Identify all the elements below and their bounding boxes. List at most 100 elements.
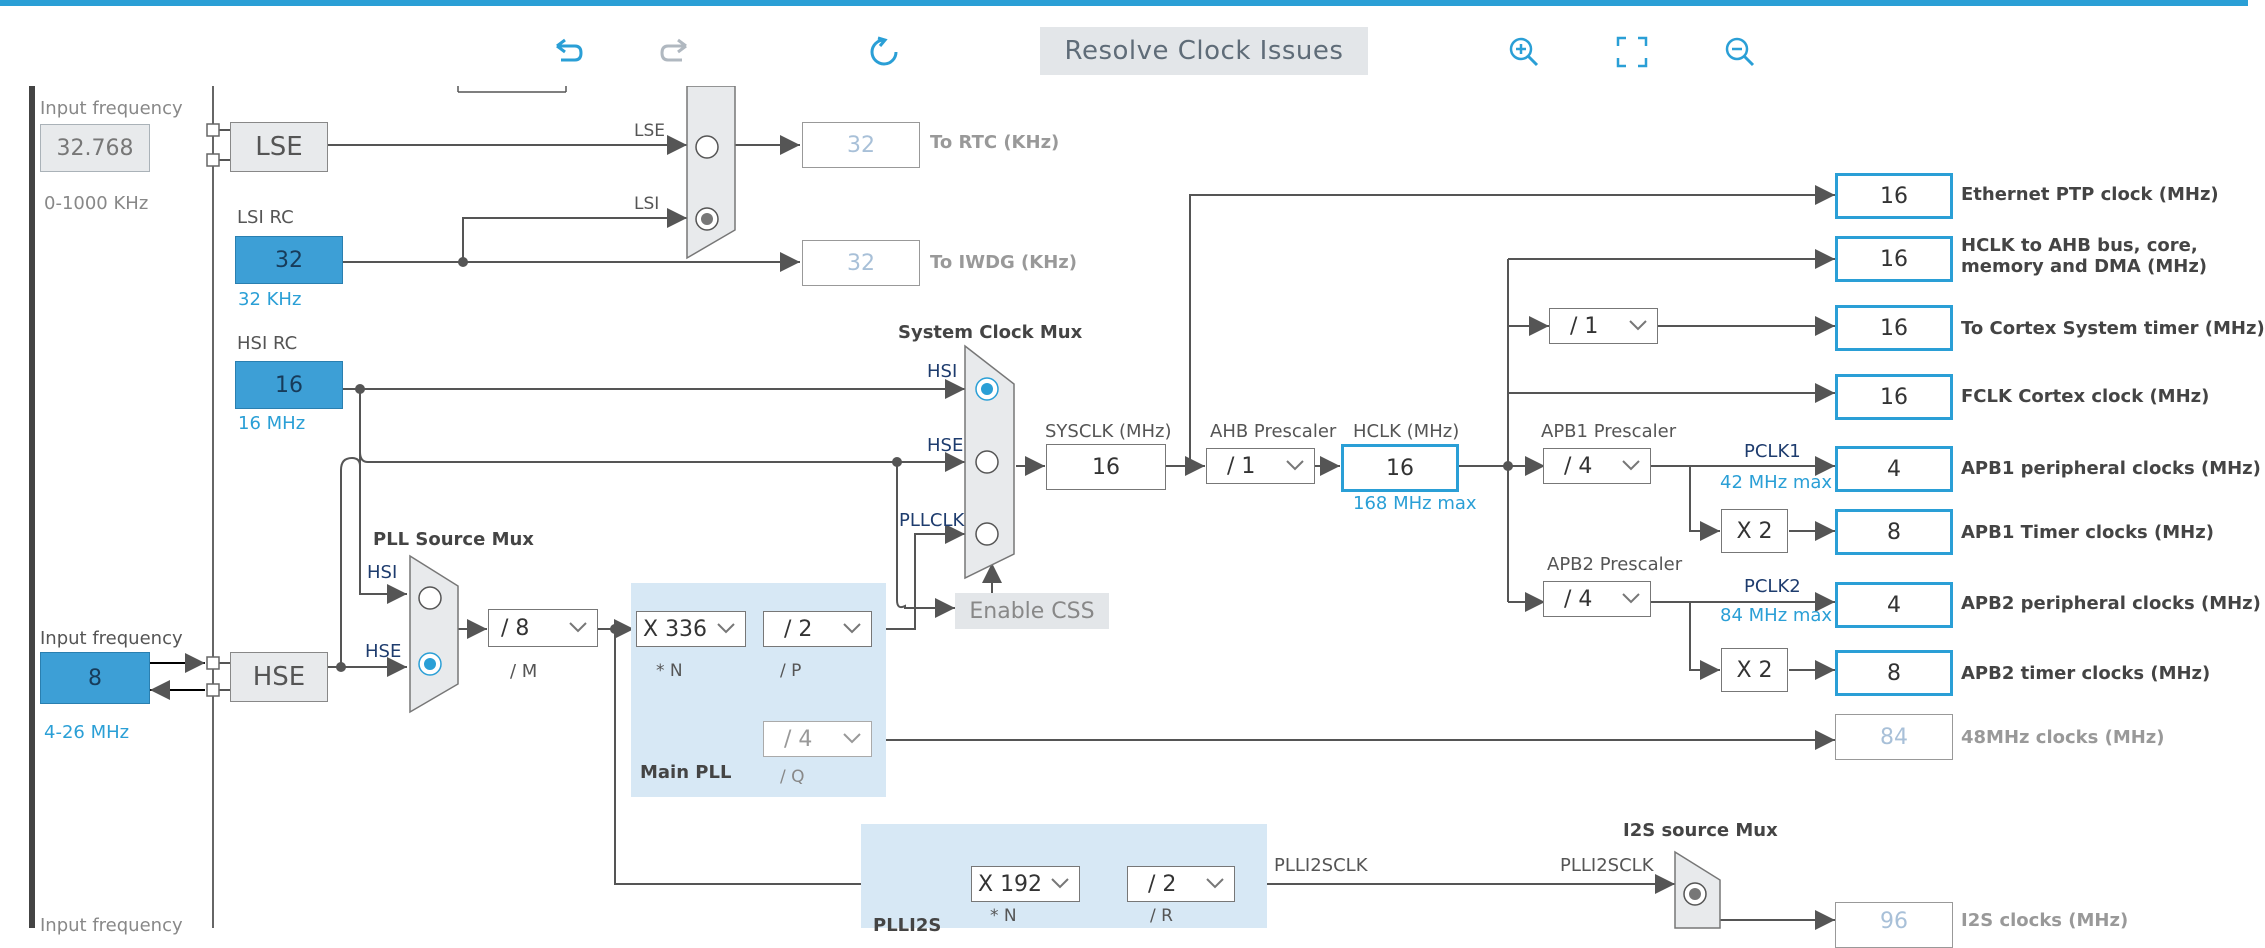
plli2s-n-multiplier-select[interactable]: X 192 (971, 866, 1080, 902)
hse-input-frequency-label: Input frequency (40, 628, 183, 649)
pll-p-label: / P (780, 661, 802, 681)
undo-button[interactable] (548, 32, 588, 72)
apb1-timer-multiplier: X 2 (1721, 509, 1788, 553)
cortex-timer-divider-select[interactable]: / 1 (1549, 308, 1658, 344)
toolbar: Resolve Clock Issues (0, 6, 2248, 86)
plli2s-r-label: / R (1150, 906, 1173, 926)
wires-layer (29, 85, 1835, 930)
apb1-timer-clocks-label: APB1 Timer clocks (MHz) (1961, 522, 2214, 543)
zoom-out-button[interactable] (1720, 32, 1760, 72)
redo-button[interactable] (655, 32, 695, 72)
apb2-timer-clocks-label: APB2 timer clocks (MHz) (1961, 663, 2211, 684)
pll-source-mux-title: PLL Source Mux (373, 529, 534, 550)
apb2-prescaler-value: / 4 (1564, 586, 1593, 612)
sys-mux-hse-label: HSE (927, 435, 964, 456)
rtc-mux-lse-label: LSE (634, 121, 666, 141)
pll-m-divider-value: / 8 (501, 615, 530, 641)
iwdg-output-value: 32 (802, 240, 920, 286)
pll-q-divider-select[interactable]: / 4 (763, 721, 872, 757)
plli2s-r-divider-select[interactable]: / 2 (1127, 866, 1235, 902)
lsi-frequency: 32 KHz (238, 289, 302, 310)
bottom-input-frequency-label: Input frequency (40, 915, 183, 936)
i2s-source-mux-title: I2S source Mux (1623, 820, 1778, 841)
apb2-peripheral-clocks-value: 4 (1835, 582, 1953, 628)
top-accent-bar (0, 0, 2248, 6)
lsi-value: 32 (235, 236, 343, 284)
rtc-mux-shape (686, 85, 736, 260)
apb2-prescaler-label: APB2 Prescaler (1547, 554, 1683, 575)
apb2-timer-clocks-value: 8 (1835, 650, 1953, 696)
lse-input-field[interactable]: 32.768 (40, 124, 150, 172)
i2s-mux-input-label: PLLI2SCLK (1560, 855, 1654, 876)
zoom-in-button[interactable] (1504, 32, 1544, 72)
plli2s-title: PLLI2S (873, 915, 942, 936)
main-pll-title: Main PLL (640, 762, 732, 783)
48mhz-clocks-label: 48MHz clocks (MHz) (1961, 727, 2165, 748)
hse-input-field[interactable]: 8 (40, 652, 150, 704)
refresh-button[interactable] (864, 32, 904, 72)
pll-source-mux-hsi-label: HSI (367, 562, 398, 583)
apb1-max-label: 42 MHz max (1720, 472, 1833, 493)
rtc-mux-lsi-label: LSI (634, 194, 660, 214)
undo-arrow-icon (556, 38, 583, 62)
hse-range-label: 4-26 MHz (44, 722, 130, 743)
ethernet-ptp-clock-value: 16 (1835, 173, 1953, 219)
pll-q-label: / Q (780, 767, 805, 787)
zoom-in-icon (1509, 37, 1539, 67)
pll-p-divider-select[interactable]: / 2 (763, 611, 872, 647)
apb1-prescaler-value: / 4 (1564, 453, 1593, 479)
lse-range-label: 0-1000 KHz (44, 193, 149, 214)
chevron-down-icon (1622, 593, 1640, 604)
ethernet-ptp-clock-label: Ethernet PTP clock (MHz) (1961, 184, 2219, 205)
pll-n-multiplier-select[interactable]: X 336 (636, 611, 746, 647)
pll-m-divider-select[interactable]: / 8 (488, 609, 598, 647)
apb1-peripheral-clocks-value: 4 (1835, 446, 1953, 492)
apb1-prescaler-label: APB1 Prescaler (1541, 421, 1677, 442)
i2s-clocks-label: I2S clocks (MHz) (1961, 910, 2129, 931)
lsi-title: LSI RC (237, 207, 294, 228)
hclk-max-label: 168 MHz max (1353, 493, 1477, 514)
ahb-prescaler-value: / 1 (1227, 453, 1256, 479)
fullscreen-fit-icon (1616, 36, 1648, 68)
pclk2-label: PCLK2 (1744, 576, 1801, 597)
fit-to-screen-button[interactable] (1612, 32, 1652, 72)
enable-css-button[interactable]: Enable CSS (955, 593, 1109, 629)
rtc-output-label: To RTC (KHz) (930, 132, 1060, 153)
cortex-timer-divider-value: / 1 (1570, 313, 1599, 339)
sys-mux-hsi-label: HSI (927, 361, 958, 382)
lse-node: LSE (230, 122, 328, 172)
hclk-ahb-bus-label-line2: memory and DMA (MHz) (1961, 256, 2208, 277)
chevron-down-icon (1051, 878, 1069, 889)
apb1-timer-clocks-value: 8 (1835, 509, 1953, 555)
chevron-down-icon (1629, 320, 1647, 331)
system-clock-mux-title: System Clock Mux (898, 322, 1083, 343)
pll-m-label: / M (510, 661, 538, 682)
pll-n-label: * N (656, 661, 683, 681)
apb2-peripheral-clocks-label: APB2 peripheral clocks (MHz) (1961, 593, 2261, 614)
zoom-out-icon (1725, 37, 1755, 67)
plli2s-n-label: * N (990, 906, 1017, 926)
chevron-down-icon (1622, 460, 1640, 471)
chevron-down-icon (569, 622, 587, 633)
pll-q-value: / 4 (784, 726, 813, 752)
hse-node: HSE (230, 652, 328, 702)
hclk-ahb-bus-label: HCLK to AHB bus, core, (1961, 235, 2198, 256)
refresh-icon (870, 36, 898, 66)
chevron-down-icon (843, 733, 861, 744)
resolve-clock-issues-button[interactable]: Resolve Clock Issues (1040, 27, 1368, 75)
apb2-max-label: 84 MHz max (1720, 605, 1833, 626)
fclk-cortex-clock-label: FCLK Cortex clock (MHz) (1961, 386, 2210, 407)
rtc-output-value: 32 (802, 122, 920, 168)
pll-n-value: X 336 (643, 616, 708, 642)
apb1-peripheral-clocks-label: APB1 peripheral clocks (MHz) (1961, 458, 2261, 479)
ahb-prescaler-select[interactable]: / 1 (1206, 448, 1315, 484)
chevron-down-icon (843, 623, 861, 634)
iwdg-output-label: To IWDG (KHz) (930, 252, 1077, 273)
sysclk-label: SYSCLK (MHz) (1045, 421, 1172, 442)
pll-p-value: / 2 (784, 616, 813, 642)
sys-mux-pllclk-label: PLLCLK (899, 510, 965, 531)
redo-arrow-icon (660, 38, 687, 62)
apb1-prescaler-select[interactable]: / 4 (1543, 448, 1651, 484)
apb2-prescaler-select[interactable]: / 4 (1543, 581, 1651, 617)
fclk-cortex-clock-value: 16 (1835, 374, 1953, 420)
